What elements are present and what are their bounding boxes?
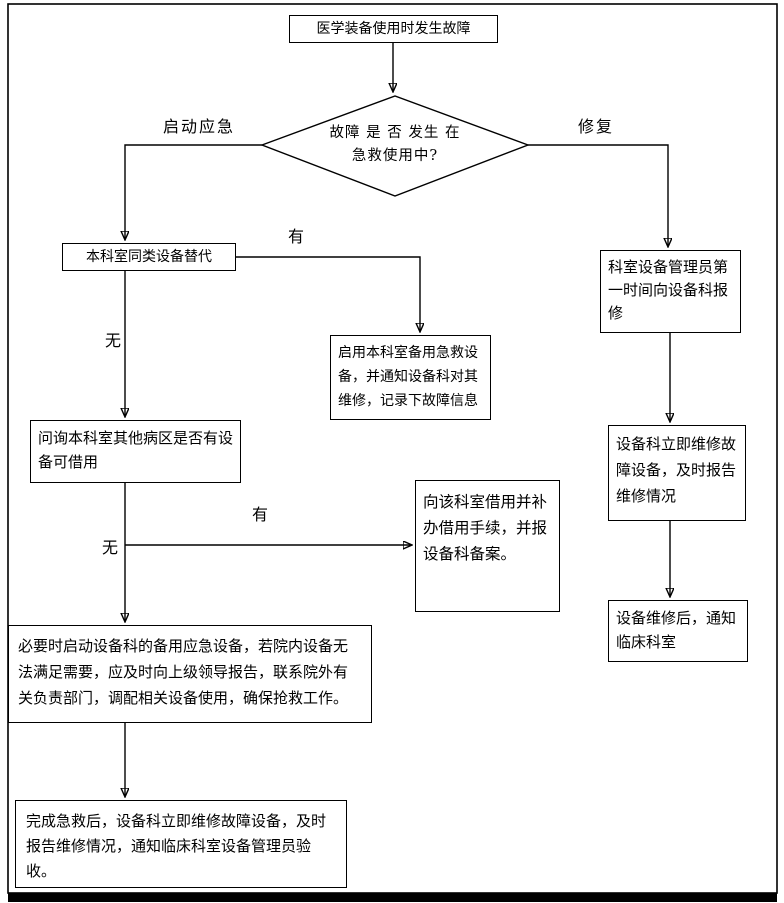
node-backup: 启用本科室备用急救设备，并通知设备科对其维修，记录下故障信息	[330, 335, 491, 420]
edge-decision-replace	[125, 144, 262, 239]
edge-replace-backup	[236, 256, 420, 331]
node-replace: 本科室同类设备替代	[62, 243, 236, 271]
node-start: 医学装备使用时发生故障	[289, 15, 498, 43]
node-complete: 完成急救后，设备科立即维修故障设备，及时报告维修情况，通知临床科室设备管理员验收…	[15, 800, 347, 888]
bottom-bar	[8, 893, 777, 902]
node-notify: 设备维修后，通知临床科室	[608, 600, 748, 662]
node-report: 科室设备管理员第一时间向设备科报修	[600, 250, 741, 333]
node-borrow: 向该科室借用并补办借用手续，并报设备科备案。	[415, 480, 560, 612]
node-fallback: 必要时启动设备科的备用应急设备，若院内设备无法满足需要，应及时向上级领导报告，联…	[8, 625, 372, 723]
node-ask: 问询本科室其他病区是否有设备可借用	[30, 420, 241, 483]
edge-label-repair-path: 修复	[577, 117, 616, 137]
edge-label-no-1: 无	[104, 331, 125, 351]
edge-label-yes-1: 有	[287, 227, 308, 247]
edge-label-yes-2: 有	[251, 505, 272, 525]
node-repair: 设备科立即维修故障设备，及时报告维修情况	[608, 425, 746, 521]
edge-decision-report	[528, 144, 668, 246]
node-decision: 故障 是 否 发生 在 急救使用中?	[329, 125, 461, 164]
edge-label-start-emergency: 启动应急	[162, 117, 237, 137]
edge-label-no-2: 无	[101, 538, 122, 558]
